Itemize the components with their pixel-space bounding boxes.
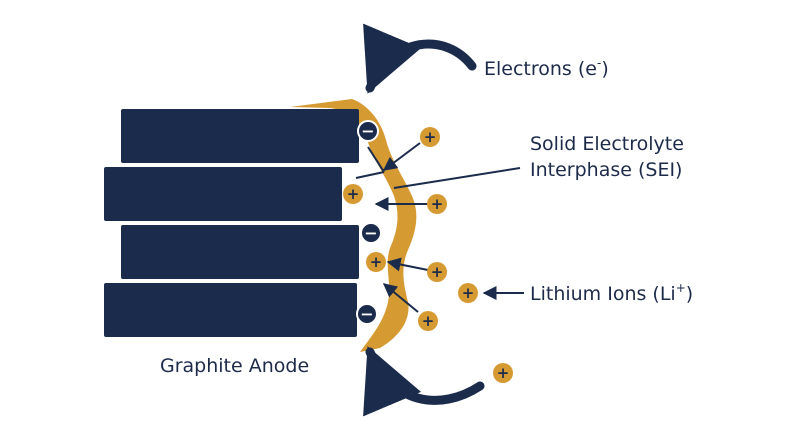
lithium-ions-label: Lithium Ions (Li+) [530, 281, 693, 305]
ion-arrow-3 [386, 257, 429, 272]
svg-text:+: + [422, 312, 435, 330]
graphite-anode-label: Graphite Anode [160, 355, 309, 377]
electron-1: − [357, 120, 379, 142]
lithium-ion-7: + [418, 311, 438, 331]
lithium-ion-5: + [427, 262, 447, 282]
svg-text:+: + [497, 364, 510, 382]
electron-in-arrow [363, 23, 477, 94]
graphite-layer-3 [121, 225, 359, 279]
graphite-layer-2 [104, 167, 342, 221]
graphite-layer-4 [104, 283, 357, 337]
electron-pointer-upper [355, 146, 385, 179]
lithium-ion-6: + [458, 283, 478, 303]
svg-text:−: − [364, 224, 377, 243]
svg-text:+: + [370, 253, 383, 271]
sei-label-line2: Interphase (SEI) [530, 159, 682, 181]
graphite-layer-1 [121, 109, 359, 163]
svg-text:+: + [431, 195, 444, 213]
electron-2: − [360, 222, 382, 244]
lithium-ion-2: + [343, 184, 363, 204]
svg-text:+: + [347, 185, 360, 203]
electron-3: − [356, 303, 378, 325]
lithium-ion-8: + [493, 363, 513, 383]
sei-leader-line [393, 167, 521, 189]
svg-text:−: − [360, 305, 373, 324]
lithium-ion-3: + [427, 194, 447, 214]
electrons-label: Electrons (e-) [484, 56, 609, 80]
ion-arrow-1 [382, 142, 421, 171]
lithium-ion-1: + [420, 127, 440, 147]
ion-arrow-4 [382, 283, 419, 313]
svg-text:+: + [462, 284, 475, 302]
lithium-ion-4: + [366, 252, 386, 272]
sei-label-line1: Solid Electrolyte [530, 133, 684, 155]
electron-out-arrow [363, 346, 485, 417]
svg-text:+: + [424, 128, 437, 146]
svg-text:+: + [431, 263, 444, 281]
svg-text:−: − [361, 122, 374, 141]
